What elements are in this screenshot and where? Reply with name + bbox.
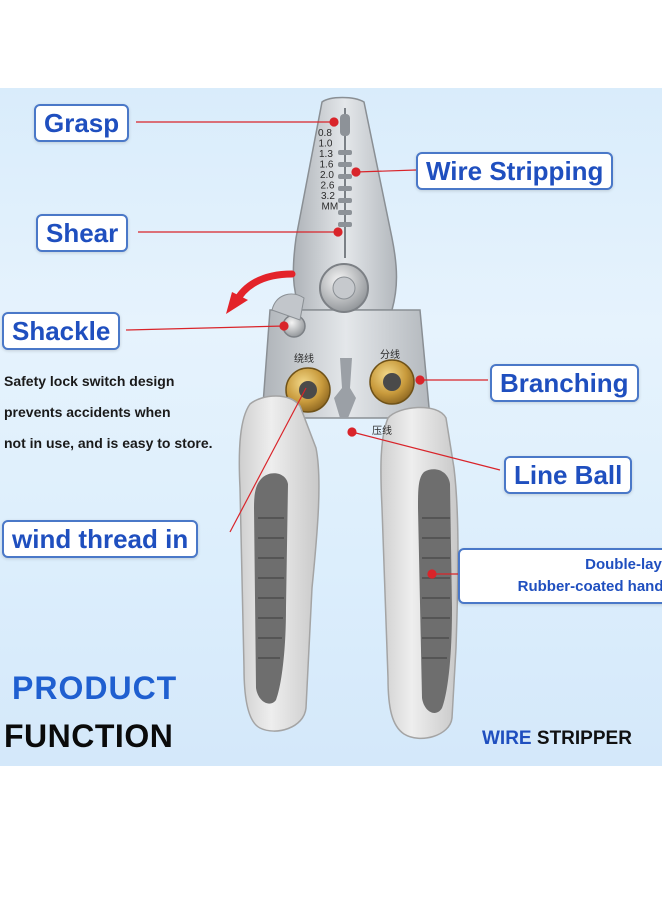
gauge-mark: 2.0: [320, 170, 334, 181]
label-wind-thread-in: wind thread in: [2, 520, 199, 558]
safety-note: Safety lock switch design prevents accid…: [4, 366, 244, 459]
left-grip: [254, 473, 288, 704]
brand-part2: STRIPPER: [536, 728, 632, 749]
gauge-marks: 0.81.01.31.62.02.63.2MM: [318, 128, 338, 213]
pointer-lines: [125, 117, 501, 579]
right-grip: [418, 469, 452, 713]
note-line-1: Safety lock switch design: [4, 373, 175, 389]
brand-name: WIRE STRIPPER: [482, 728, 632, 750]
label-shackle: Shackle: [2, 312, 121, 350]
title-product: PRODUCT: [12, 670, 178, 706]
gauge-mark: 3.2: [321, 191, 335, 202]
gauge-mark: 0.8: [318, 128, 332, 139]
label-branching: Branching: [490, 364, 639, 402]
label-grasp: Grasp: [34, 104, 130, 142]
gauge-mark: 1.6: [320, 160, 334, 171]
gauge-mark: 1.0: [319, 139, 333, 150]
label-line-ball: Line Ball: [504, 456, 633, 494]
label-handle: Double-layar Rubber-coated handle: [458, 548, 662, 604]
gauge-mark: 1.3: [319, 149, 333, 160]
title-function: FUNCTION: [4, 718, 174, 754]
wire-stripper-illustration: 0.81.01.31.62.02.63.2MM 绕线 分线 压线: [125, 96, 501, 740]
hole-mark-left: 绕线: [294, 352, 314, 365]
label-handle-line2: Rubber-coated handle: [517, 578, 662, 595]
label-wire-stripping: Wire Stripping: [416, 152, 614, 190]
note-line-3: not in use, and is easy to store.: [4, 435, 213, 451]
brand-part1: WIRE: [482, 728, 532, 749]
stripping-notches: [338, 114, 352, 227]
gauge-mark: 2.6: [321, 181, 335, 192]
label-handle-line1: Double-layar: [585, 556, 662, 573]
hole-mark-bottom: 压线: [372, 424, 392, 437]
label-shear: Shear: [36, 214, 129, 252]
note-line-2: prevents accidents when: [4, 404, 171, 420]
hole-mark-right: 分线: [380, 348, 400, 361]
gauge-mark: MM: [322, 202, 339, 213]
